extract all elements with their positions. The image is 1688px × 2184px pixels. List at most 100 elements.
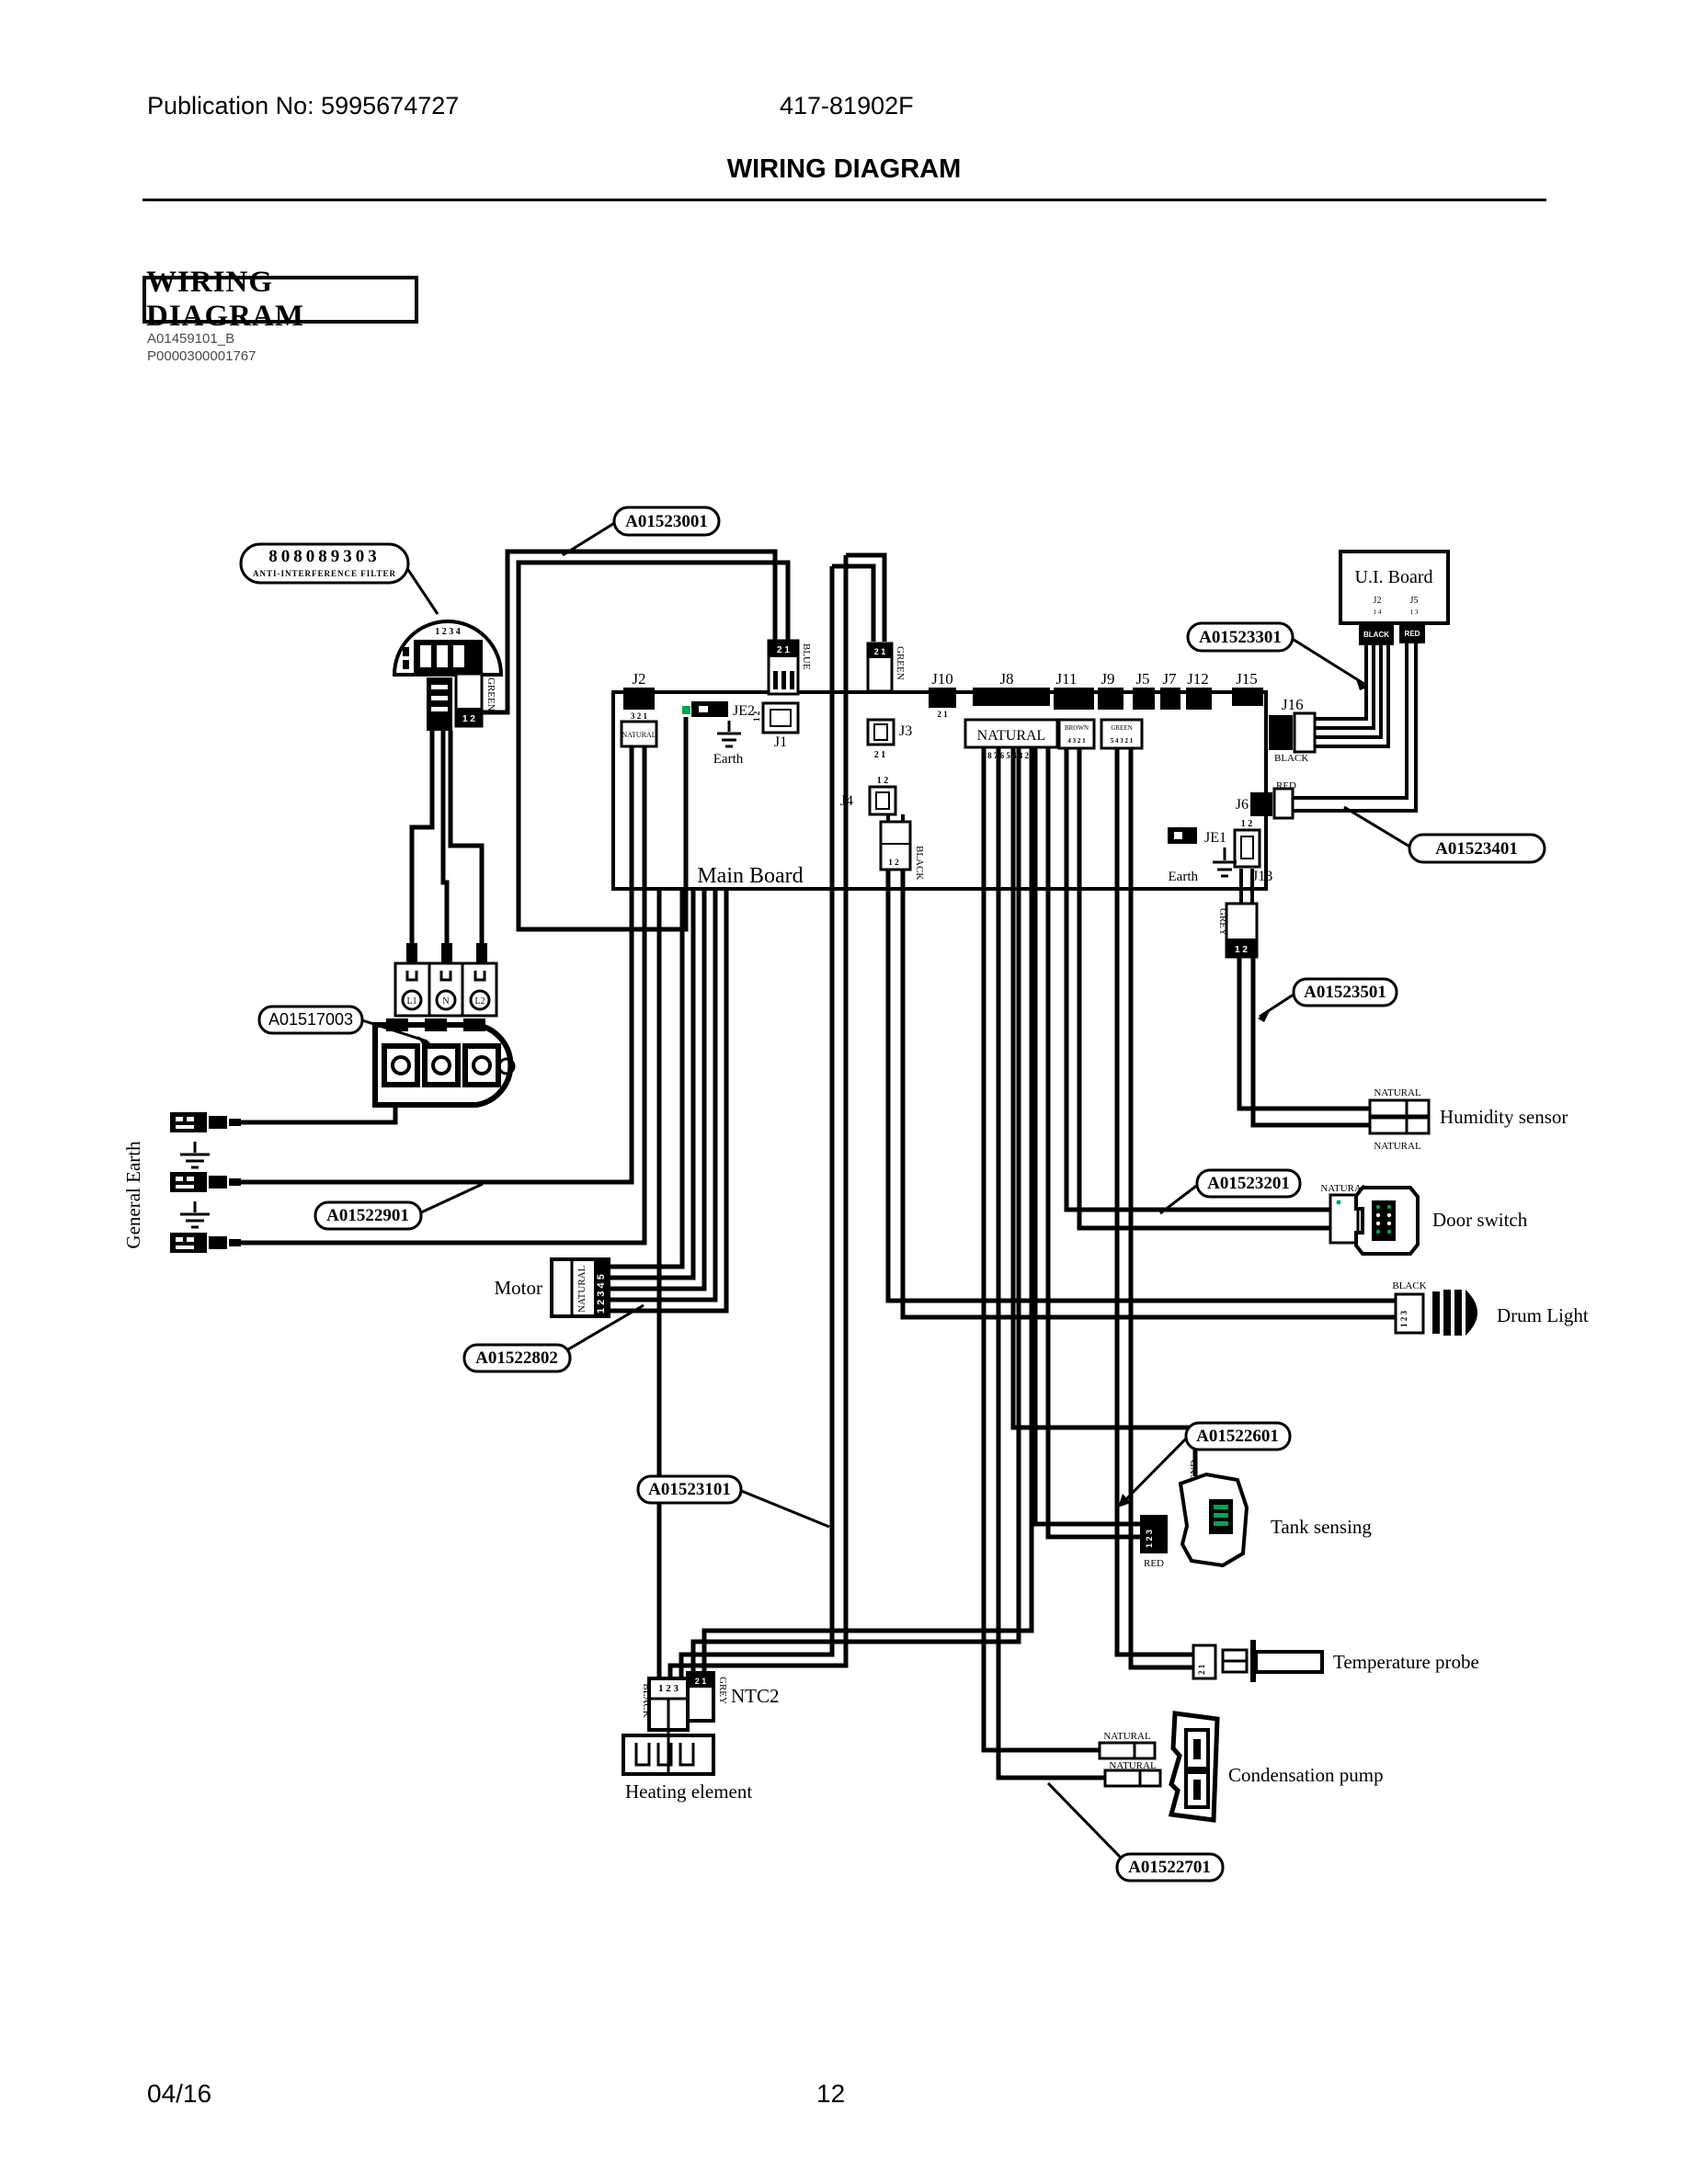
ui-black-connector: [1359, 623, 1394, 645]
je2-terminal-slot: [699, 706, 708, 712]
wire-ferrule: [476, 943, 487, 963]
blue-connector: 2 1 BLUE: [767, 639, 812, 696]
earth-icon: [180, 1201, 210, 1229]
connector-j12: [1186, 688, 1212, 710]
filter-socket-slot: [420, 645, 431, 667]
heating-element-coils: [634, 1743, 695, 1767]
ntc2-grey-band: [688, 1673, 713, 1688]
callout-text: 808089303: [268, 547, 381, 566]
filter-plug-stripe: [431, 685, 448, 689]
callout-a01522601: A01522601: [1118, 1421, 1292, 1507]
j13-connector-inner: [1240, 836, 1254, 859]
spade-terminal: [170, 1112, 241, 1132]
general-earth: General Earth: [122, 1112, 241, 1253]
j4-black-label: BLACK: [914, 846, 925, 880]
humidity-connector: [1368, 1116, 1431, 1135]
j8-natural-connector: [964, 718, 1059, 749]
tank-pin: [1214, 1513, 1228, 1518]
ui-red-connector: [1399, 623, 1425, 643]
earth-icon: [180, 1142, 210, 1169]
wire: [1032, 746, 1140, 1527]
wire: [690, 746, 1021, 1673]
humidity-natural-label-top: NATURAL: [1374, 1087, 1421, 1098]
bulb-dome: [1466, 1290, 1477, 1336]
connector-j8-label: J8: [999, 670, 1013, 688]
connector-j11-label: J11: [1056, 670, 1078, 688]
wire: [1313, 645, 1368, 721]
motor-pin-strip: [594, 1259, 609, 1316]
callout-text: A01522701: [1128, 1858, 1211, 1877]
wire: [241, 746, 647, 1246]
publication-number: Publication No: 5995674727: [147, 92, 460, 119]
motor-connector-label: NATURAL: [576, 1265, 587, 1313]
j3-label: J3: [899, 723, 912, 739]
wire: [241, 1034, 398, 1125]
main-board-outline: [611, 690, 1268, 891]
pump-natural-label-bottom: NATURAL: [1109, 1760, 1157, 1771]
wire-harness: [241, 549, 1418, 1780]
connector-j15-label: J15: [1236, 670, 1258, 688]
j6-receptacle: [1272, 787, 1295, 820]
temperature-probe-label: Temperature probe: [1333, 1651, 1479, 1673]
wire: [701, 746, 1034, 1673]
ui-board-outline: [1339, 550, 1450, 625]
filter-tick: [403, 647, 409, 656]
j10-pin-numbers: 2 1: [937, 710, 948, 719]
terminal-block-tab: [386, 1018, 408, 1031]
callout-text: A01522901: [326, 1206, 409, 1225]
main-board-label: Main Board: [697, 864, 803, 888]
terminal-block-screw: [472, 1055, 492, 1075]
connector-j12-label: J12: [1187, 670, 1209, 688]
ntc2-label: NTC2: [731, 1685, 780, 1707]
temp-probe-connector: [1192, 1644, 1217, 1680]
wire: [885, 870, 1396, 1303]
motor: Motor NATURAL 1 2 3 4 5: [495, 1257, 610, 1318]
spade-terminal: [170, 1233, 241, 1253]
wire: [1313, 645, 1383, 739]
humidity-sensor-label: Humidity sensor: [1440, 1106, 1568, 1128]
ui-j5-pins: 1 3: [1410, 609, 1419, 616]
tank-red-connector: [1140, 1515, 1168, 1553]
tank-pin: [1214, 1521, 1228, 1526]
wire: [609, 889, 707, 1291]
je1-terminal-slot: [1174, 832, 1182, 839]
connector-j6-label: J6: [1236, 797, 1249, 813]
brown-connector: [1057, 718, 1096, 750]
door-pin: [1375, 1229, 1381, 1234]
pump-connector: [1098, 1741, 1157, 1760]
callout-text: A01523301: [1199, 628, 1282, 647]
j13-connector: [1233, 828, 1261, 869]
connector-j11: [1054, 688, 1094, 710]
humidity-natural-label-bottom: NATURAL: [1374, 1141, 1421, 1152]
je2-label: JE2: [733, 703, 755, 719]
ntc2-pins: 2 1: [695, 1677, 707, 1686]
connector-j2: [623, 688, 655, 710]
door-switch: NATURAL Door switch: [1320, 1183, 1528, 1256]
filter-socket-slot: [453, 645, 464, 667]
door-pin: [1386, 1229, 1392, 1234]
connector-j7-label: J7: [1162, 670, 1177, 688]
pump-slot: [1184, 1770, 1210, 1809]
callout-a01522901: A01522901: [314, 1182, 484, 1231]
callout-text: A01522802: [475, 1348, 558, 1368]
blue-connector-band: [769, 641, 798, 657]
wire: [1045, 746, 1140, 1540]
connector-j2-label: J2: [632, 670, 645, 688]
door-pin: [1386, 1212, 1392, 1218]
wire: [1239, 869, 1254, 904]
green-connector-pins: 2 1: [874, 647, 886, 656]
wire: [1250, 958, 1370, 1128]
terminal-contact: [405, 971, 418, 982]
filter-plug-stripe: [431, 696, 448, 700]
wire: [609, 889, 685, 1269]
drum-light-pins: 1 2 3: [1399, 1311, 1409, 1328]
j1-label: J1: [774, 734, 787, 750]
ui-j2-pins: 1 4: [1374, 609, 1382, 616]
door-natural-label: NATURAL: [1320, 1183, 1368, 1194]
green-connector-band: [868, 643, 892, 658]
blue-connector-label: BLUE: [801, 643, 812, 670]
drum-light: BLACK 1 2 3 Drum Light: [1392, 1280, 1589, 1336]
j16-receptacle: [1293, 711, 1317, 754]
j2-natural-connector: [620, 720, 658, 748]
terminal-block-cell: [422, 1043, 461, 1087]
